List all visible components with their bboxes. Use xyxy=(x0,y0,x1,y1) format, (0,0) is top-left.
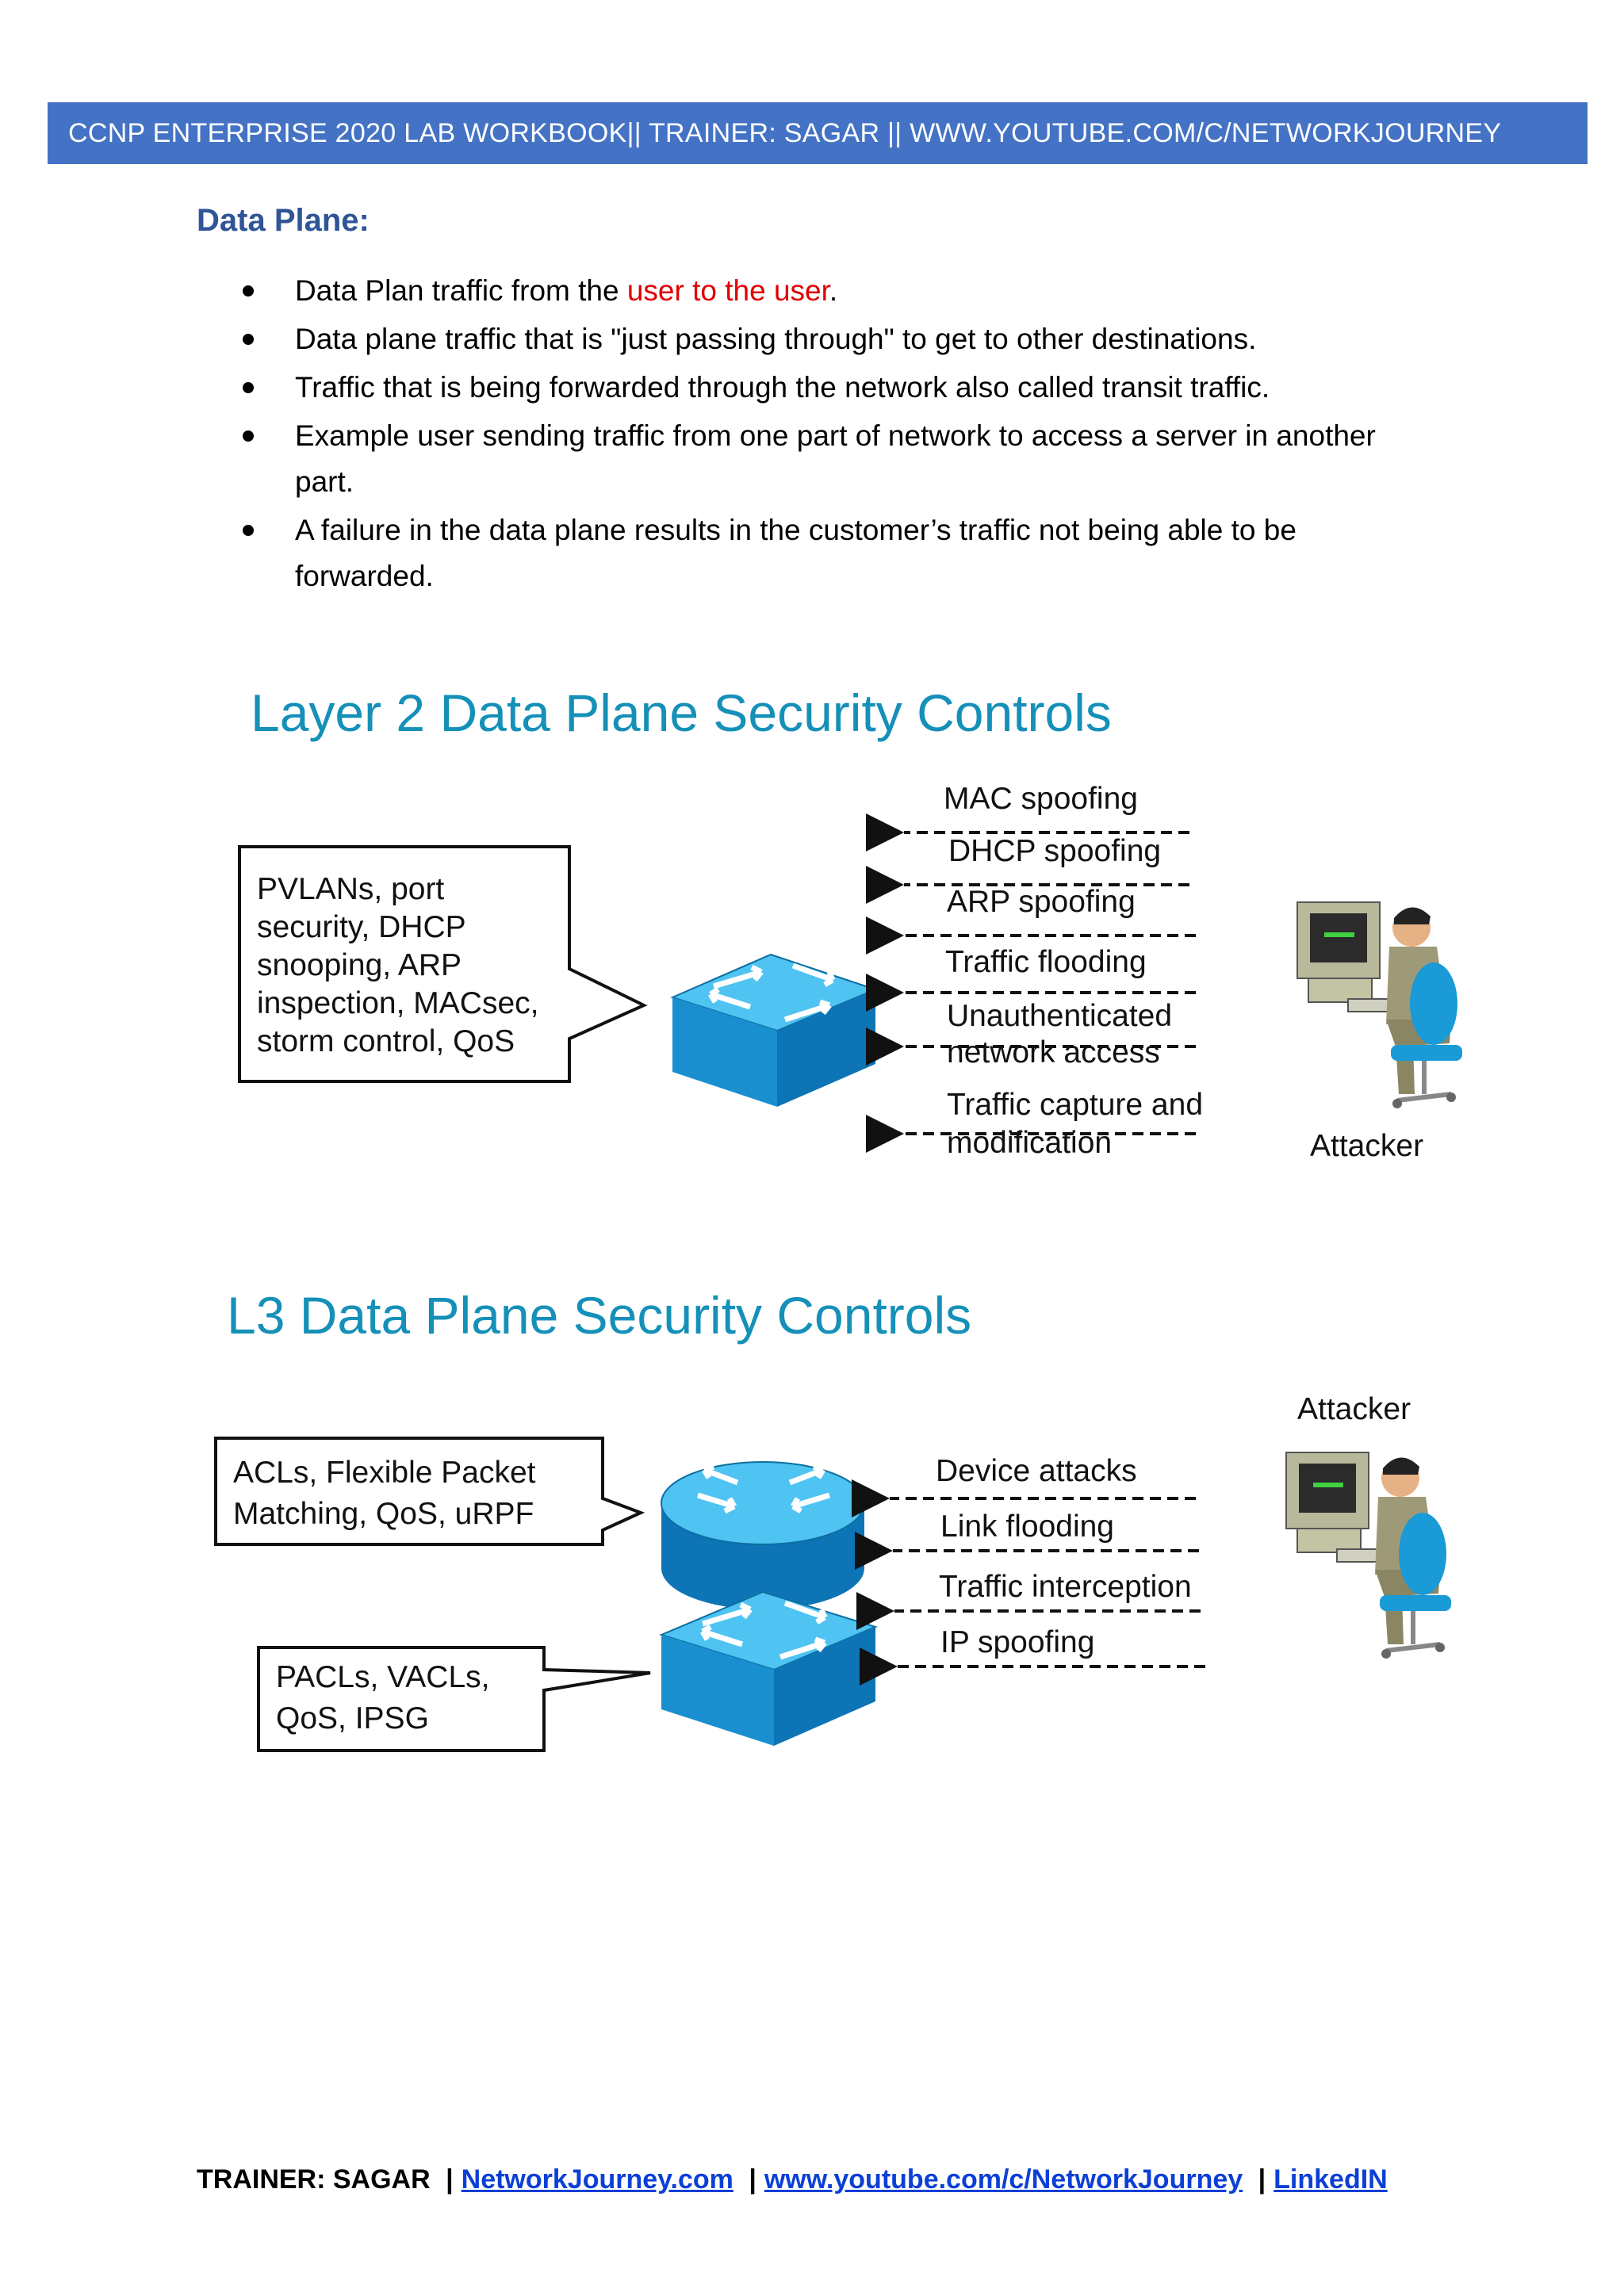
footer: TRAINER: SAGAR |NetworkJourney.com |www.… xyxy=(197,2164,1388,2195)
router-icon xyxy=(661,1461,865,1609)
bullet-dot-icon xyxy=(243,382,254,393)
footer-link-linkedin[interactable]: LinkedIN xyxy=(1274,2164,1388,2195)
attacker-label: Attacker xyxy=(1297,1392,1411,1426)
threat-label: DHCP spoofing xyxy=(948,834,1161,868)
callout-line: storm control, QoS xyxy=(257,1024,515,1058)
threat-label: Traffic interception xyxy=(939,1570,1192,1604)
bullet-dot-icon xyxy=(243,285,254,297)
callout-line: ACLs, Flexible Packet xyxy=(233,1456,536,1490)
threat-label: Traffic capture and xyxy=(947,1088,1203,1122)
bullet-item: Data Plan traffic from the user to the u… xyxy=(236,268,1442,314)
callout-line: snooping, ARP xyxy=(257,948,461,982)
diagram1-title: Layer 2 Data Plane Security Controls xyxy=(251,683,1112,742)
attacker-icon xyxy=(1285,1452,1451,1659)
footer-separator: | xyxy=(1258,2164,1266,2195)
callout-line: inspection, MACsec, xyxy=(257,986,538,1020)
switch-icon xyxy=(670,953,878,1107)
l3-diagram: L3 Data Plane Security Controls ACLs, Fl… xyxy=(214,1286,1451,1752)
footer-prefix: TRAINER: SAGAR xyxy=(197,2164,431,2195)
footer-separator: | xyxy=(749,2164,756,2195)
threat-label: modification xyxy=(947,1126,1112,1160)
threat-label: Traffic flooding xyxy=(945,945,1147,979)
threat-label: ARP spoofing xyxy=(947,885,1136,919)
switch-icon xyxy=(659,1590,878,1746)
threat-label: Link flooding xyxy=(940,1510,1114,1544)
bullet-list: Data Plan traffic from the user to the u… xyxy=(236,268,1442,602)
attacker-icon xyxy=(1297,901,1462,1108)
highlight-text: user to the user xyxy=(626,274,829,307)
bullet-dot-icon xyxy=(243,525,254,536)
footer-link-networkjourney[interactable]: NetworkJourney.com xyxy=(461,2164,733,2195)
diagram2-callout-top xyxy=(214,1437,645,1546)
header-bar: CCNP ENTERPRISE 2020 LAB WORKBOOK|| TRAI… xyxy=(48,102,1588,164)
callout-line: security, DHCP xyxy=(257,910,465,944)
layer2-diagram: Layer 2 Data Plane Security Controls PVL… xyxy=(238,683,1462,1163)
svg-text:PVLANs, port security, DHC: PVLANs, port security, DHCP snooping, AR… xyxy=(257,872,547,1058)
callout-line: PVLANs, port xyxy=(257,872,444,906)
footer-link-youtube[interactable]: www.youtube.com/c/NetworkJourney xyxy=(764,2164,1243,2195)
bullet-dot-icon xyxy=(243,430,254,442)
footer-separator: | xyxy=(446,2164,454,2195)
diagram1-callout xyxy=(238,845,648,1083)
svg-text:ACLs, Flexible Packet Matc: ACLs, Flexible Packet Matching, QoS, uRP… xyxy=(233,1456,544,1531)
diagram2-callout-bottom xyxy=(257,1646,651,1752)
bullet-item: Data plane traffic that is "just passing… xyxy=(236,316,1442,362)
threat-label: Device attacks xyxy=(936,1454,1137,1488)
header-text: CCNP ENTERPRISE 2020 LAB WORKBOOK|| TRAI… xyxy=(68,118,1502,148)
threat-label: Unauthenticated xyxy=(947,999,1172,1033)
svg-text:PACLs, VACLs, QoS, IPSG: PACLs, VACLs, QoS, IPSG xyxy=(276,1660,498,1735)
section-title: Data Plane: xyxy=(197,203,370,238)
threat-label: MAC spoofing xyxy=(944,782,1138,816)
callout-line: Matching, QoS, uRPF xyxy=(233,1497,534,1531)
bullet-item: A failure in the data plane results in t… xyxy=(236,507,1442,599)
attacker-label: Attacker xyxy=(1310,1129,1423,1163)
callout-line: PACLs, VACLs, xyxy=(276,1660,489,1694)
bullet-item: Traffic that is being forwarded through … xyxy=(236,365,1442,411)
callout-line: QoS, IPSG xyxy=(276,1701,429,1735)
diagram2-title: L3 Data Plane Security Controls xyxy=(227,1286,971,1345)
threat-label: network access xyxy=(947,1035,1160,1070)
bullet-dot-icon xyxy=(243,334,254,345)
threat-label: IP spoofing xyxy=(940,1625,1094,1659)
bullet-item: Example user sending traffic from one pa… xyxy=(236,413,1442,505)
